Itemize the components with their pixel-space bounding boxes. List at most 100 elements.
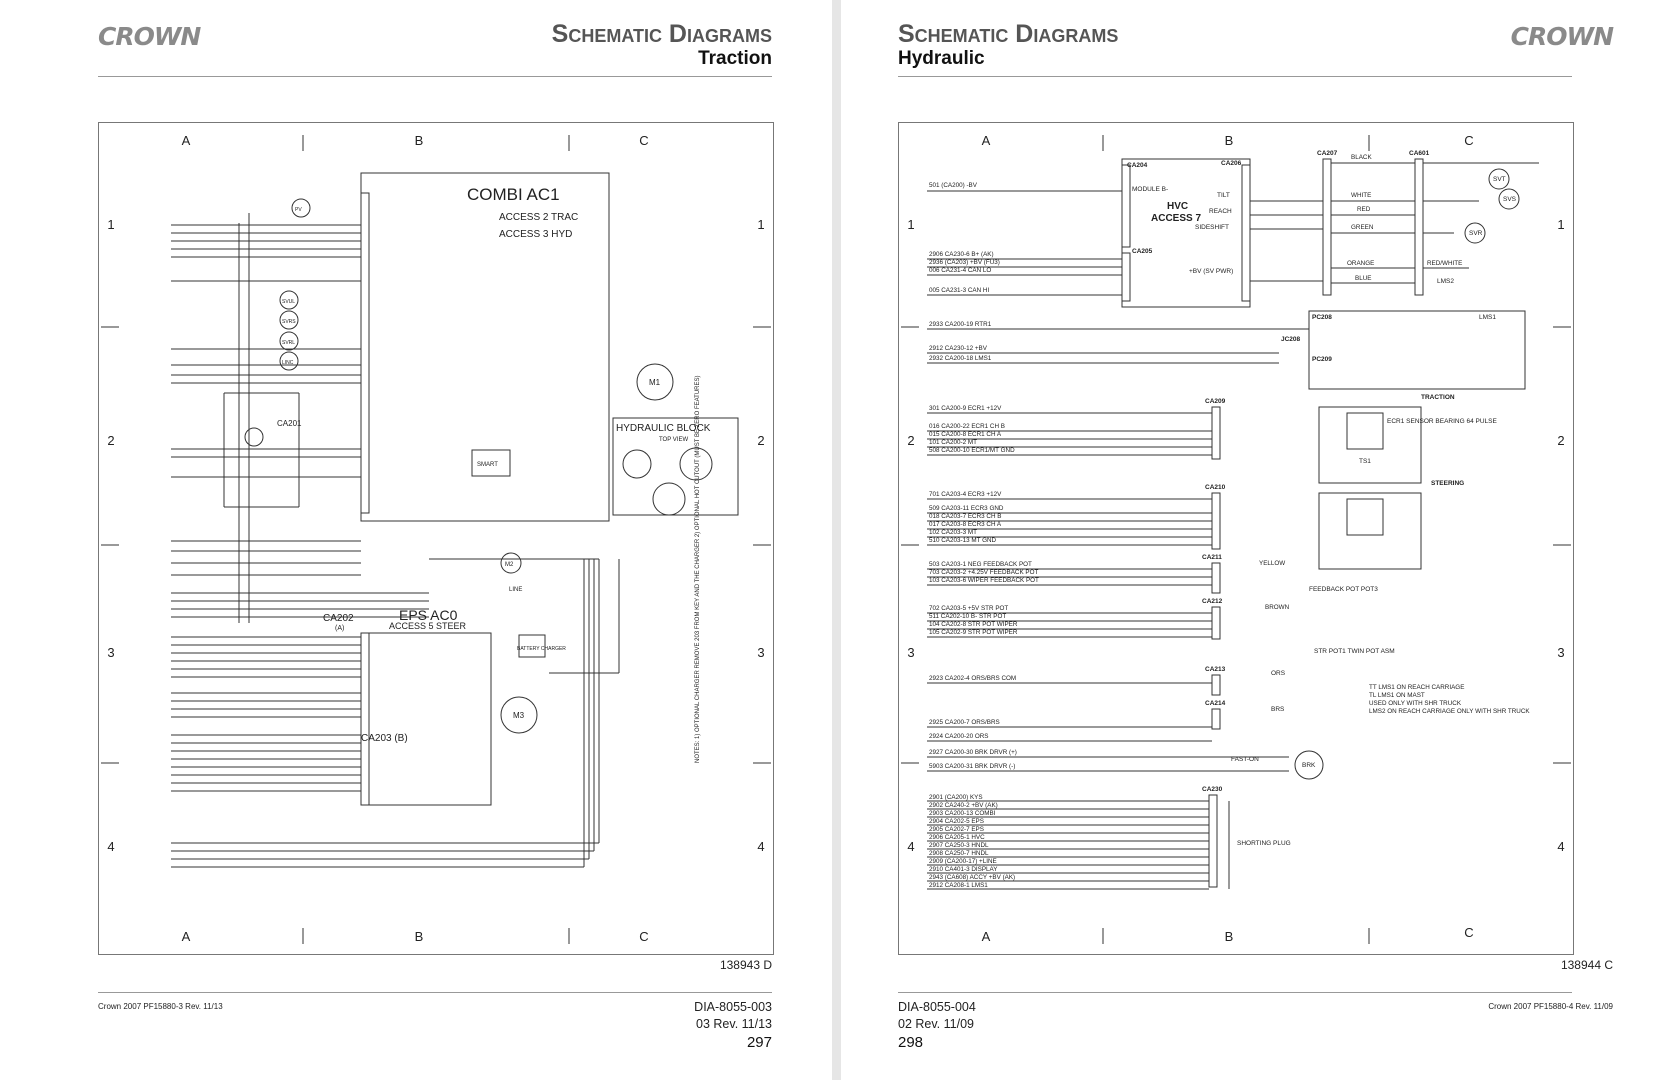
tilt-label: TILT (1217, 192, 1230, 199)
ca213-label: CA213 (1205, 666, 1226, 673)
valve-linc-label: LINC (282, 360, 294, 366)
page-title: Schematic Diagrams (898, 20, 1119, 48)
ca205-label: CA205 (1132, 248, 1153, 255)
page-number: 297 (746, 1034, 772, 1051)
jc208-label: JC208 (1281, 336, 1301, 343)
row-label-4-left: 4 (107, 839, 114, 854)
hvc-input-label: 2906 CA230-6 B+ (AK) (929, 251, 994, 258)
ca202-sub-label: (A) (335, 625, 344, 632)
row-label-3-left: 3 (107, 645, 114, 660)
plug-signal-label: 2912 CA208-1 LMS1 (929, 882, 988, 889)
ca201-label: CA201 (277, 419, 302, 428)
brs-label: BRS (1271, 706, 1285, 713)
strpot-signal-label: 702 CA203-5 +5V STR POT (929, 605, 1008, 612)
strpot-signal-label: 511 CA202-10 B- STR POT (929, 613, 1006, 620)
col-label-a-top: A (982, 133, 991, 148)
ca212-label: CA212 (1202, 598, 1223, 605)
col-label-a-bottom: A (182, 929, 191, 944)
ca206-label: CA206 (1221, 160, 1242, 167)
traction-signal-label: 015 CA200-8 ECR1 CH A (929, 431, 1002, 438)
module-b-label: MODULE B- (1132, 186, 1168, 193)
ca210-label: CA210 (1205, 484, 1226, 491)
page-subtitle: Traction (698, 48, 772, 69)
access-trac-label: ACCESS 2 TRAC (499, 212, 578, 223)
steering-signal-label: 102 CA203-3 MT (929, 529, 977, 536)
feedback-signal-label: 103 CA203-6 WIPER FEEDBACK POT (929, 577, 1039, 584)
signal-label: 2912 CA230-12 +BV (929, 345, 988, 352)
wire-color-label: BROWN (1265, 604, 1290, 611)
combi-ac1-label: COMBI AC1 (467, 185, 560, 204)
traction-label: TRACTION (1421, 394, 1455, 401)
ca214-label: CA214 (1205, 700, 1226, 707)
smart-label: SMART (477, 462, 498, 468)
right-page: CROWN Schematic Diagrams Hydraulic (841, 0, 1673, 1080)
ca230-label: CA230 (1202, 786, 1223, 793)
page-title: Schematic Diagrams (551, 20, 772, 48)
strpot-signal-label: 104 CA202-8 STR POT WIPER (929, 621, 1018, 628)
wire-color-label: WHITE (1351, 192, 1371, 199)
plug-signal-label: 2909 (CA200-17) +LINE (929, 858, 997, 865)
line-label: LINE (509, 587, 522, 593)
sideshift-label: SIDESHIFT (1195, 224, 1229, 231)
note-3: USED ONLY WITH SHR TRUCK (1369, 700, 1462, 707)
revision: 03 Rev. 11/13 (696, 1017, 772, 1031)
battery-charger-label: BATTERY CHARGER (517, 646, 566, 652)
hydraulic-schematic-svg: A B C A B C 1 2 3 4 1 2 3 4 HVC ACCESS 7… (901, 133, 1571, 944)
wire-color-label: YELLOW (1259, 560, 1285, 567)
feedback-signal-label: 503 CA203-1 NEG FEEDBACK POT (929, 561, 1032, 568)
footer-copyright: Crown 2007 PF15880-3 Rev. 11/13 (98, 1002, 223, 1011)
plug-signal-label: 2904 CA202-5 EPS (929, 818, 984, 825)
col-label-b-bottom: B (415, 929, 424, 944)
page-number: 298 (898, 1034, 924, 1051)
wire-color-label: BLACK (1351, 154, 1372, 161)
note-2: TL LMS1 ON MAST (1369, 692, 1425, 699)
left-page: CROWN Schematic Diagrams Traction (0, 0, 832, 1080)
row-label-4-right: 4 (757, 839, 764, 854)
row-label-2-right: 2 (1557, 433, 1564, 448)
plug-signal-label: 2943 (CA608) ACCY +BV (AK) (929, 874, 1015, 881)
hvc-sub: ACCESS 7 (1151, 213, 1201, 224)
pc208-label: PC208 (1312, 314, 1332, 321)
ecr1-sensor-label: ECR1 SENSOR BEARING 64 PULSE (1387, 418, 1497, 425)
row-label-3-right: 3 (1557, 645, 1564, 660)
wire-color-label: RED/WHITE (1427, 260, 1462, 267)
wire-color-label: RED (1357, 206, 1371, 213)
steering-signal-label: 701 CA203-4 ECR3 +12V (929, 491, 1002, 498)
wire-color-label: GREEN (1351, 224, 1374, 231)
access-hyd-label: ACCESS 3 HYD (499, 229, 572, 240)
ca209-label: CA209 (1205, 398, 1226, 405)
motor-m2-label: M2 (505, 562, 514, 568)
traction-signal-label: 016 CA200-22 ECR1 CH B (929, 423, 1005, 430)
brake-signal-label: 2927 CA200-30 BRK DRVR (+) (929, 749, 1017, 756)
drawing-number: 138944 C (1560, 958, 1613, 972)
row-label-3-left: 3 (907, 645, 914, 660)
plug-signal-label: 2907 CA250-3 HNDL (929, 842, 989, 849)
valve-svrs-label: SVRS (282, 319, 296, 325)
row-label-4-left: 4 (907, 839, 914, 854)
steering-label: STEERING (1431, 480, 1464, 487)
hvc-title: HVC (1167, 201, 1188, 212)
drawing-number: 138943 D (719, 958, 772, 972)
row-label-1-right: 1 (757, 217, 764, 232)
reach-label: REACH (1209, 208, 1232, 215)
header-rule (98, 76, 772, 77)
row-label-1-right: 1 (1557, 217, 1564, 232)
col-label-b-top: B (415, 133, 424, 148)
traction-schematic-svg: A B C A B C 1 2 3 4 1 2 3 4 COMBI AC1 AC… (101, 133, 771, 944)
plug-signal-label: 2906 CA205-1 HVC (929, 834, 985, 841)
footer-copyright: Crown 2007 PF15880-4 Rev. 11/09 (1488, 1002, 1613, 1011)
hydraulic-block-label: HYDRAULIC BLOCK (616, 423, 711, 434)
ca202-label: CA202 (323, 613, 354, 624)
notes-label: NOTES: 1) OPTIONAL CHARGER REMOVE 203 FR… (695, 375, 701, 763)
bv-sv-pwr-label: +BV (SV PWR) (1189, 268, 1233, 275)
revision: 02 Rev. 11/09 (898, 1017, 974, 1031)
plug-signal-label: 2910 CA401-3 DISPLAY (929, 866, 998, 873)
ors-label: ORS (1271, 670, 1286, 677)
steering-signal-label: 017 CA203-8 ECR3 CH A (929, 521, 1002, 528)
pc209-label: PC209 (1312, 356, 1332, 363)
strpot-signal-label: 105 CA202-9 STR POT WIPER (929, 629, 1018, 636)
svt-label: SVT (1493, 176, 1506, 183)
col-label-b-bottom: B (1225, 929, 1234, 944)
note-4: LMS2 ON REACH CARRIAGE ONLY WITH SHR TRU… (1369, 708, 1530, 715)
signal-label: 2933 CA200-19 RTR1 (929, 321, 992, 328)
